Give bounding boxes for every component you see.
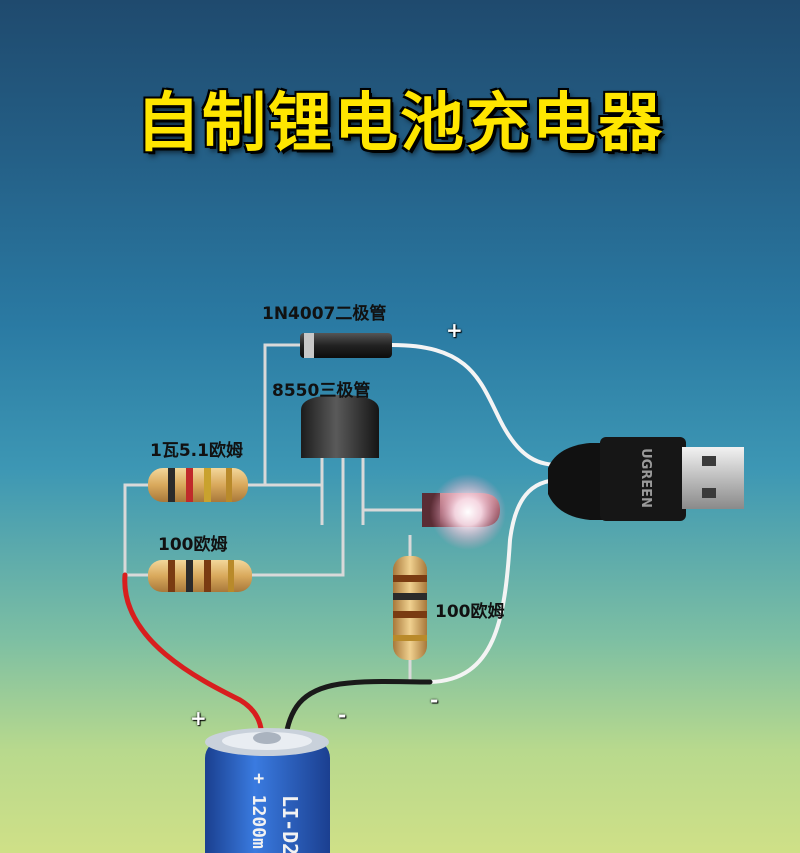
- usb-wires: [390, 343, 562, 684]
- battery-model-text: LI-D2: [278, 795, 302, 853]
- usb-plus-sign: +: [446, 318, 463, 342]
- resistor-100-right-label: 100欧姆: [435, 602, 505, 622]
- diode-1n4007: [300, 333, 392, 358]
- diode-label: 1N4007二极管: [262, 304, 387, 324]
- battery-plus-sign: +: [190, 706, 207, 730]
- black-wire: [282, 679, 433, 743]
- usb-brand-text: UGREEN: [638, 448, 653, 508]
- led: [422, 474, 506, 550]
- battery-minus-sign: -: [338, 703, 347, 727]
- resistor-1w-5-1-ohm: [148, 468, 248, 502]
- resistor-100-ohm-right: [393, 556, 427, 660]
- resistor-100-ohm-left: [148, 560, 252, 592]
- resistor-100-left-label: 100欧姆: [158, 535, 228, 555]
- battery-capacity-text: + 1200m: [248, 773, 269, 849]
- red-wire: [122, 572, 265, 743]
- page-title: 自制锂电池充电器: [136, 87, 664, 161]
- transistor-8550: [301, 395, 379, 458]
- component-leads: [123, 343, 425, 680]
- led-glow: [430, 474, 506, 550]
- usb-minus-sign: -: [430, 688, 439, 712]
- usb-plug: UGREEN: [548, 437, 744, 521]
- transistor-label: 8550三极管: [272, 381, 371, 401]
- battery: LI-D2 + 1200m: [205, 728, 330, 853]
- resistor-1w-label: 1瓦5.1欧姆: [150, 441, 243, 461]
